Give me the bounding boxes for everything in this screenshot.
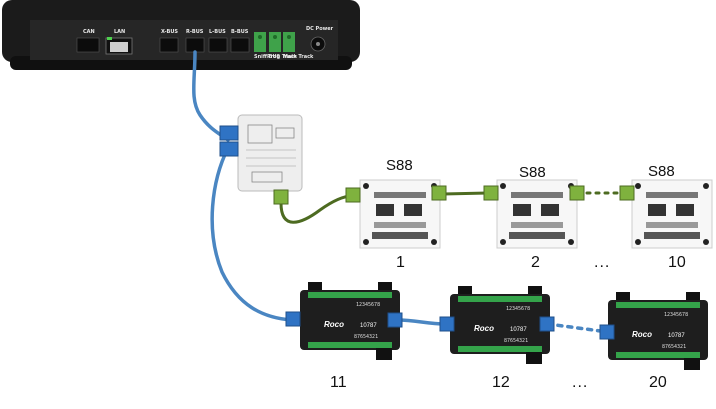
can-port-label: CAN — [83, 29, 95, 35]
s88-number-1: 1 — [396, 254, 405, 271]
s88-board-3 — [631, 179, 713, 249]
s88-board-2 — [496, 179, 578, 249]
roco-digits-top-3: 12345678 — [664, 312, 688, 318]
terminal-block: Sniff BUS Prog Track Main Track — [254, 32, 314, 60]
roco-module-2: Roco 10787 12345678 87654321 — [450, 286, 550, 364]
prog-track-label: Prog Track — [267, 54, 298, 60]
roco-digits-bottom-3: 87654321 — [662, 344, 686, 350]
roco-number-1: 11 — [330, 374, 347, 391]
bbus-port-label: B-BUS — [231, 29, 249, 35]
can-port: CAN — [76, 29, 100, 53]
roco-model-1: 10787 — [360, 323, 377, 329]
bbus-port: B-BUS — [230, 29, 250, 53]
s88-link-1 — [441, 191, 490, 196]
lan-port: LAN — [105, 29, 133, 55]
s88-connectors — [345, 185, 635, 203]
roco-digits-bottom-2: 87654321 — [504, 338, 528, 344]
roco-digits-top-2: 12345678 — [506, 306, 530, 312]
xbus-port: X-BUS — [159, 29, 178, 53]
rbus-port: R-BUS — [185, 29, 205, 53]
s88-number-3: 10 — [668, 254, 686, 271]
roco-brand-1: Roco — [324, 320, 344, 329]
roco-digits-bottom-1: 87654321 — [354, 334, 378, 340]
roco-model-3: 10787 — [668, 333, 685, 339]
roco-ellipsis: ... — [572, 374, 589, 391]
adapter-board — [219, 114, 303, 205]
lbus-port-label: L-BUS — [209, 29, 226, 35]
dc-power-label: DC Power — [306, 26, 334, 32]
roco-brand-3: Roco — [632, 330, 652, 339]
roco-module-3: Roco 10787 12345678 87654321 — [608, 292, 708, 370]
roco-connectors — [285, 311, 615, 340]
s88-cable — [279, 194, 354, 224]
s88-title-2: S88 — [519, 164, 546, 181]
roco-link-2-dotted — [546, 322, 610, 334]
central-station: CAN LAN X-BUS R-BUS L-BUS B-BUS — [2, 0, 360, 70]
roco-digits-top-1: 12345678 — [356, 302, 380, 308]
roco-link-1 — [396, 318, 447, 326]
s88-number-2: 2 — [531, 254, 540, 271]
main-track-label: Main Track — [283, 54, 314, 60]
lan-port-label: LAN — [114, 29, 125, 35]
dc-power-jack: DC Power — [306, 26, 334, 52]
s88-title-1: S88 — [386, 157, 413, 174]
s88-title-3: S88 — [648, 163, 675, 180]
rbus-port-label: R-BUS — [186, 29, 204, 35]
roco-brand-2: Roco — [474, 324, 494, 333]
roco-module-1: Roco 10787 12345678 87654321 — [300, 282, 400, 360]
roco-model-2: 10787 — [510, 327, 527, 333]
lbus-port: L-BUS — [208, 29, 228, 53]
xbus-port-label: X-BUS — [161, 29, 178, 35]
roco-number-3: 20 — [649, 374, 667, 391]
sniff-bus-label: Sniff BUS — [254, 54, 281, 60]
s88-board-1 — [359, 179, 441, 249]
bus-cable-to-roco — [210, 146, 294, 322]
s88-ellipsis: ... — [594, 254, 611, 271]
roco-number-2: 12 — [492, 374, 510, 391]
